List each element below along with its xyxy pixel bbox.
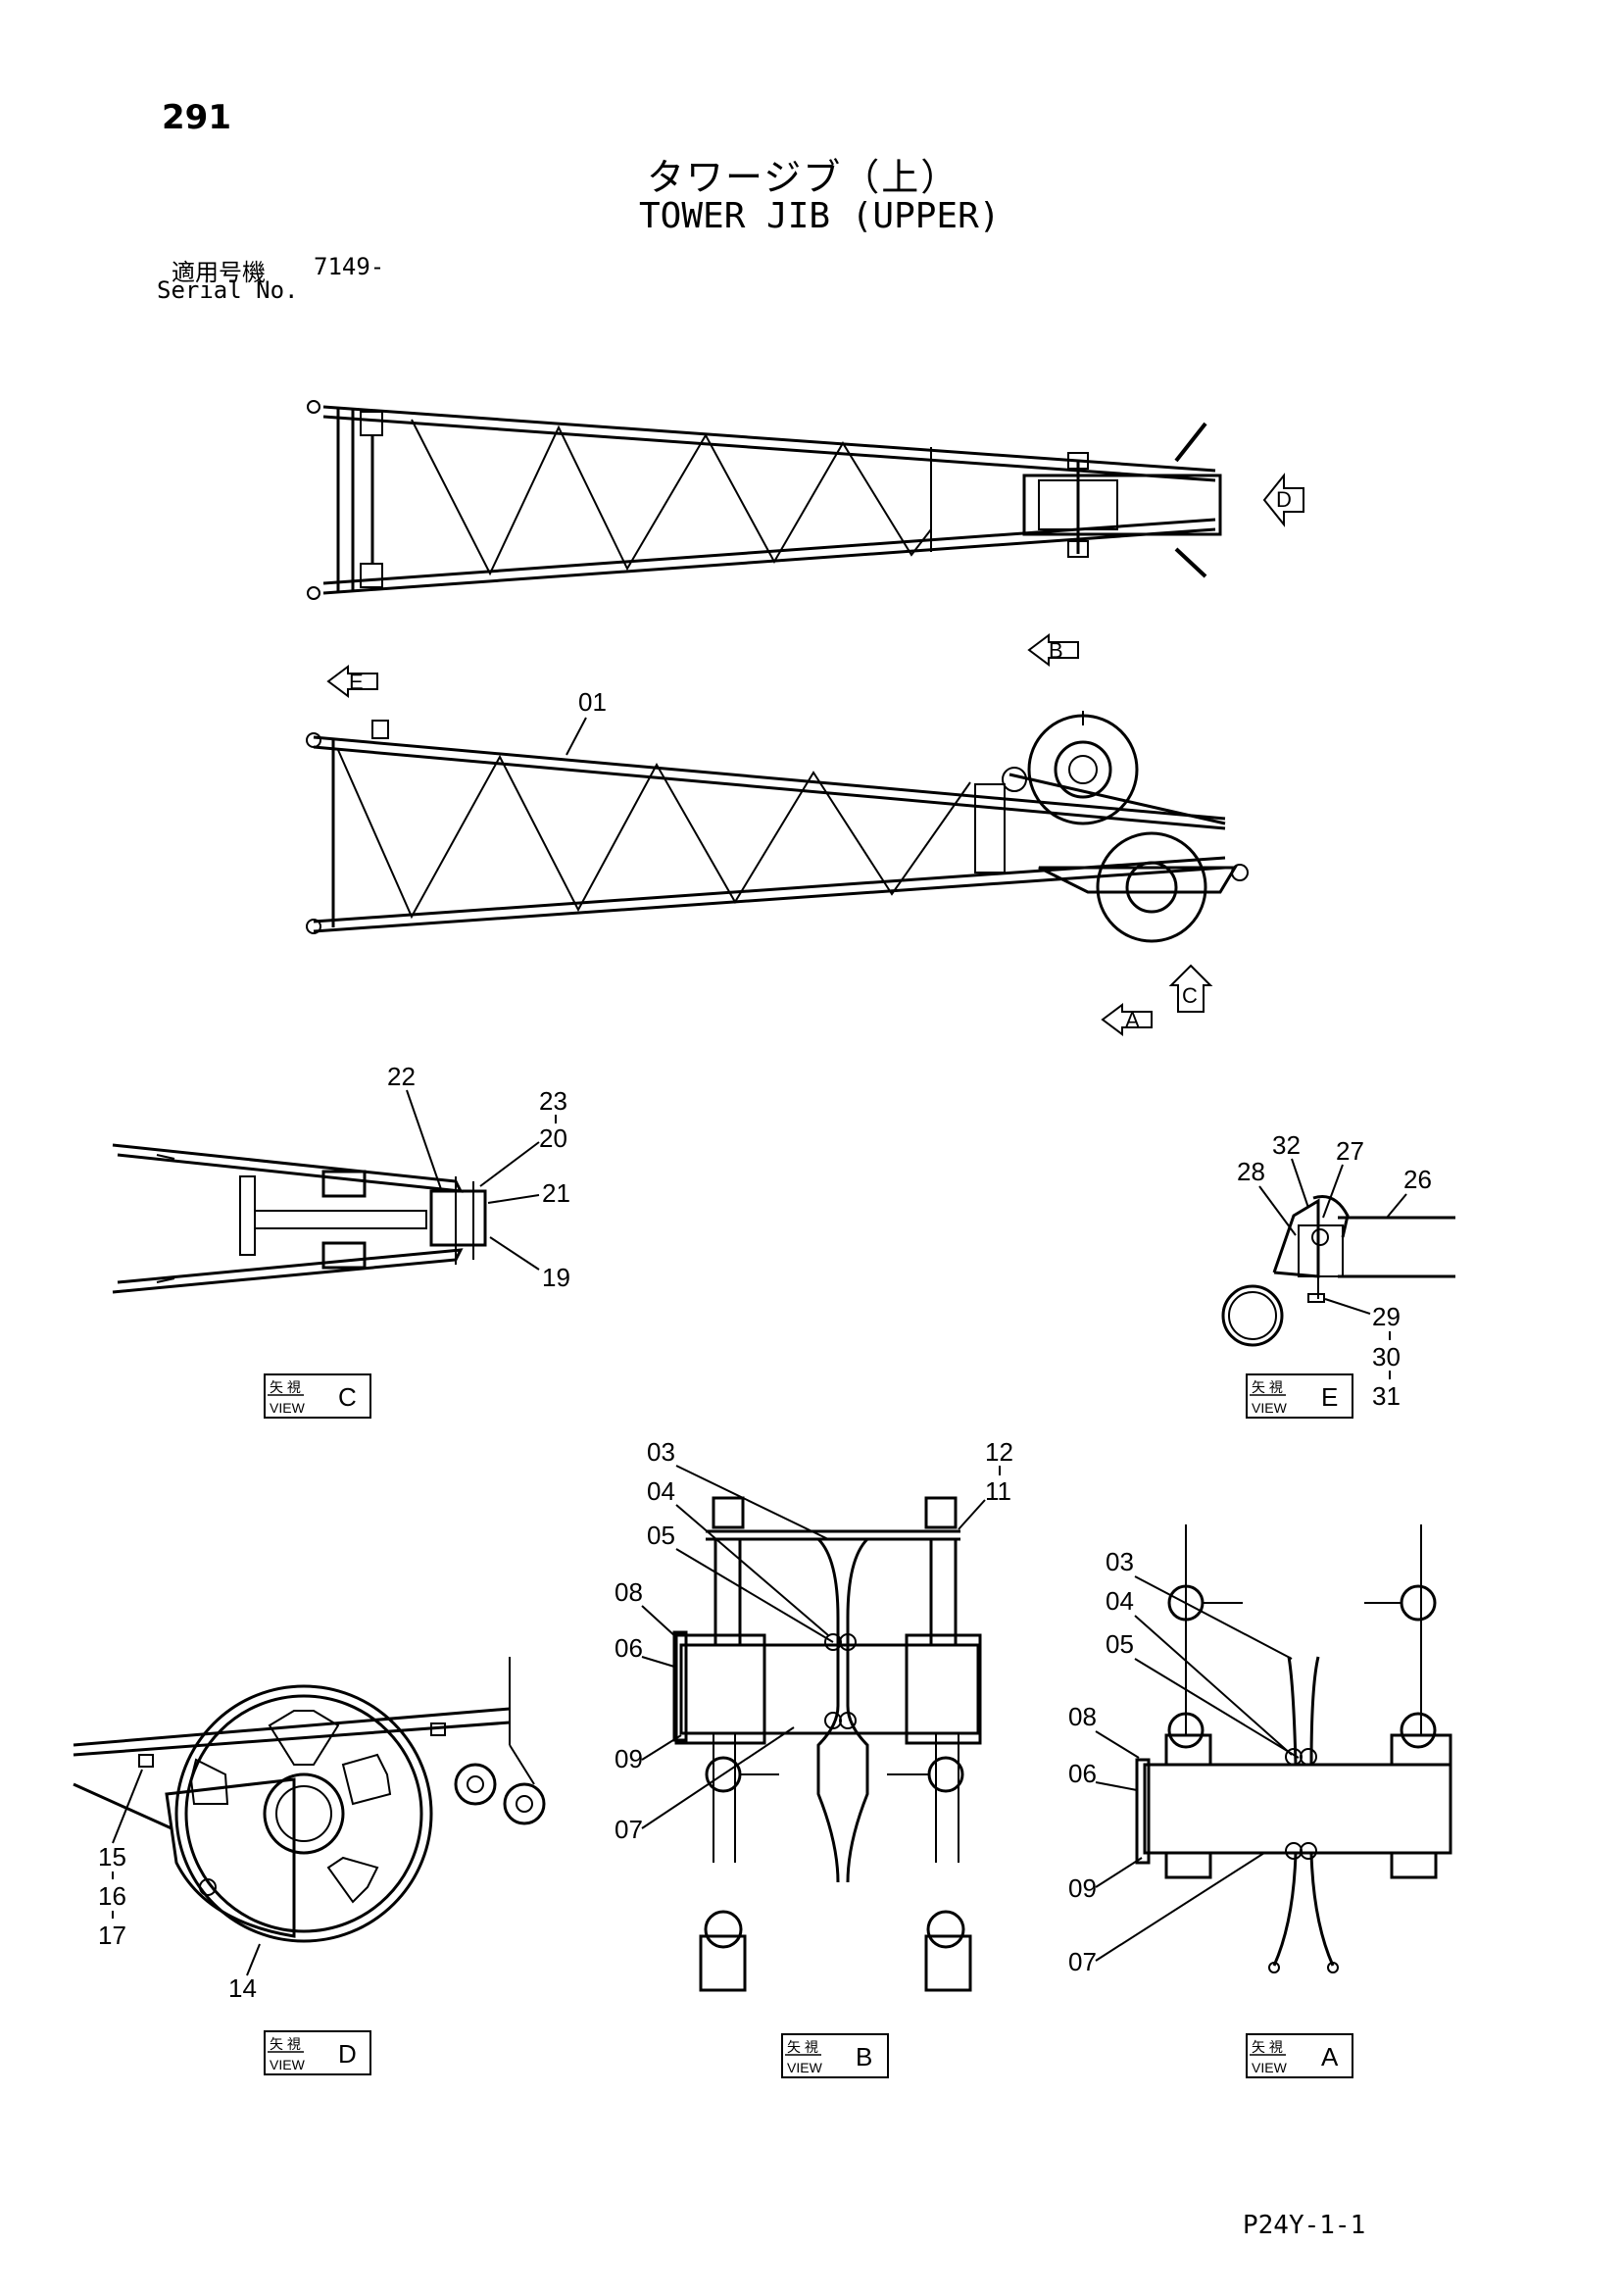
view-arrow-d: D	[1262, 473, 1304, 527]
view-arrow-b: B	[1027, 633, 1079, 667]
svg-text:09: 09	[615, 1744, 643, 1773]
svg-text:09: 09	[1068, 1873, 1097, 1903]
svg-text:C: C	[338, 1382, 357, 1412]
svg-text:04: 04	[1106, 1586, 1134, 1616]
serial-label-english: Serial No.	[157, 276, 299, 304]
svg-text:D: D	[1276, 487, 1292, 512]
svg-text:32: 32	[1272, 1130, 1301, 1160]
svg-text:矢 視: 矢 視	[270, 2036, 301, 2052]
svg-text:26: 26	[1403, 1165, 1432, 1194]
svg-text:A: A	[1125, 1008, 1140, 1032]
jib-top-view	[307, 400, 1222, 600]
view-label-d: 矢 視 VIEW D	[264, 2030, 371, 2075]
view-b-drawing	[672, 1496, 982, 1992]
svg-text:07: 07	[615, 1815, 643, 1844]
svg-text:05: 05	[1106, 1629, 1134, 1659]
view-e-callouts: 32 27 28 26 29 30 31	[1237, 1130, 1432, 1411]
svg-text:30: 30	[1372, 1342, 1401, 1372]
svg-text:07: 07	[1068, 1947, 1097, 1976]
view-label-c: 矢 視 VIEW C	[264, 1373, 371, 1419]
view-label-e: 矢 視 VIEW E	[1246, 1373, 1353, 1419]
svg-text:B: B	[856, 2042, 872, 2071]
svg-text:VIEW: VIEW	[1252, 2060, 1288, 2075]
document-code: P24Y-1-1	[1243, 2211, 1366, 2240]
svg-text:14: 14	[228, 1973, 257, 2003]
svg-text:23: 23	[539, 1086, 567, 1116]
view-arrow-e: E	[326, 665, 378, 698]
svg-text:21: 21	[542, 1178, 570, 1208]
svg-text:VIEW: VIEW	[270, 1400, 306, 1416]
page-number: 291	[162, 98, 231, 137]
title-english: TOWER JIB (UPPER)	[639, 196, 1001, 236]
svg-text:D: D	[338, 2039, 357, 2069]
view-d-drawing	[73, 1657, 546, 1943]
title-japanese: タワージブ（上）	[647, 156, 960, 199]
svg-text:矢 視: 矢 視	[787, 2039, 818, 2055]
view-b-callouts: 03 04 05 08 06 09 07 12 11	[615, 1437, 1013, 1844]
svg-text:08: 08	[615, 1577, 643, 1607]
svg-text:03: 03	[1106, 1547, 1134, 1576]
view-a-drawing	[1135, 1524, 1452, 1973]
svg-text:15: 15	[98, 1842, 126, 1872]
view-label-a: 矢 視 VIEW A	[1246, 2033, 1353, 2078]
svg-text:20: 20	[539, 1123, 567, 1153]
svg-text:28: 28	[1237, 1157, 1265, 1186]
svg-text:03: 03	[647, 1437, 675, 1467]
jib-side-view	[306, 711, 1249, 943]
svg-text:A: A	[1321, 2042, 1339, 2071]
view-e-drawing	[1221, 1195, 1455, 1347]
view-c-callouts: 22 23 20 21 19	[387, 1062, 570, 1292]
view-c-drawing	[112, 1143, 487, 1294]
svg-text:29: 29	[1372, 1302, 1401, 1331]
svg-text:04: 04	[647, 1476, 675, 1506]
svg-text:27: 27	[1336, 1136, 1364, 1166]
serial-value: 7149-	[314, 253, 385, 280]
svg-text:VIEW: VIEW	[1252, 1400, 1288, 1416]
svg-text:06: 06	[615, 1633, 643, 1663]
svg-text:31: 31	[1372, 1381, 1401, 1411]
svg-text:17: 17	[98, 1921, 126, 1950]
view-a-callouts: 03 04 05 08 06 09 07	[1068, 1547, 1300, 1976]
view-label-b: 矢 視 VIEW B	[781, 2033, 889, 2078]
svg-text:08: 08	[1068, 1702, 1097, 1731]
svg-text:19: 19	[542, 1263, 570, 1292]
svg-text:16: 16	[98, 1881, 126, 1911]
svg-text:01: 01	[578, 687, 607, 717]
svg-text:矢 視: 矢 視	[1252, 1379, 1283, 1395]
view-d-callouts: 15 16 17 14	[98, 1769, 261, 2003]
svg-text:06: 06	[1068, 1759, 1097, 1788]
svg-text:VIEW: VIEW	[270, 2057, 306, 2072]
svg-text:矢 視: 矢 視	[270, 1379, 301, 1395]
callout-01: 01	[566, 687, 607, 756]
svg-text:C: C	[1182, 983, 1198, 1008]
svg-text:22: 22	[387, 1062, 416, 1091]
svg-text:11: 11	[985, 1476, 1011, 1506]
serial-label-japanese: 適用号機	[172, 259, 266, 286]
view-arrow-c: C	[1168, 964, 1213, 1013]
svg-text:B: B	[1049, 638, 1063, 663]
svg-text:E: E	[1321, 1382, 1338, 1412]
view-arrow-a: A	[1101, 1003, 1153, 1036]
svg-text:E: E	[349, 670, 364, 694]
svg-text:05: 05	[647, 1521, 675, 1550]
svg-text:VIEW: VIEW	[787, 2060, 823, 2075]
svg-text:矢 視: 矢 視	[1252, 2039, 1283, 2055]
svg-text:12: 12	[985, 1437, 1013, 1467]
